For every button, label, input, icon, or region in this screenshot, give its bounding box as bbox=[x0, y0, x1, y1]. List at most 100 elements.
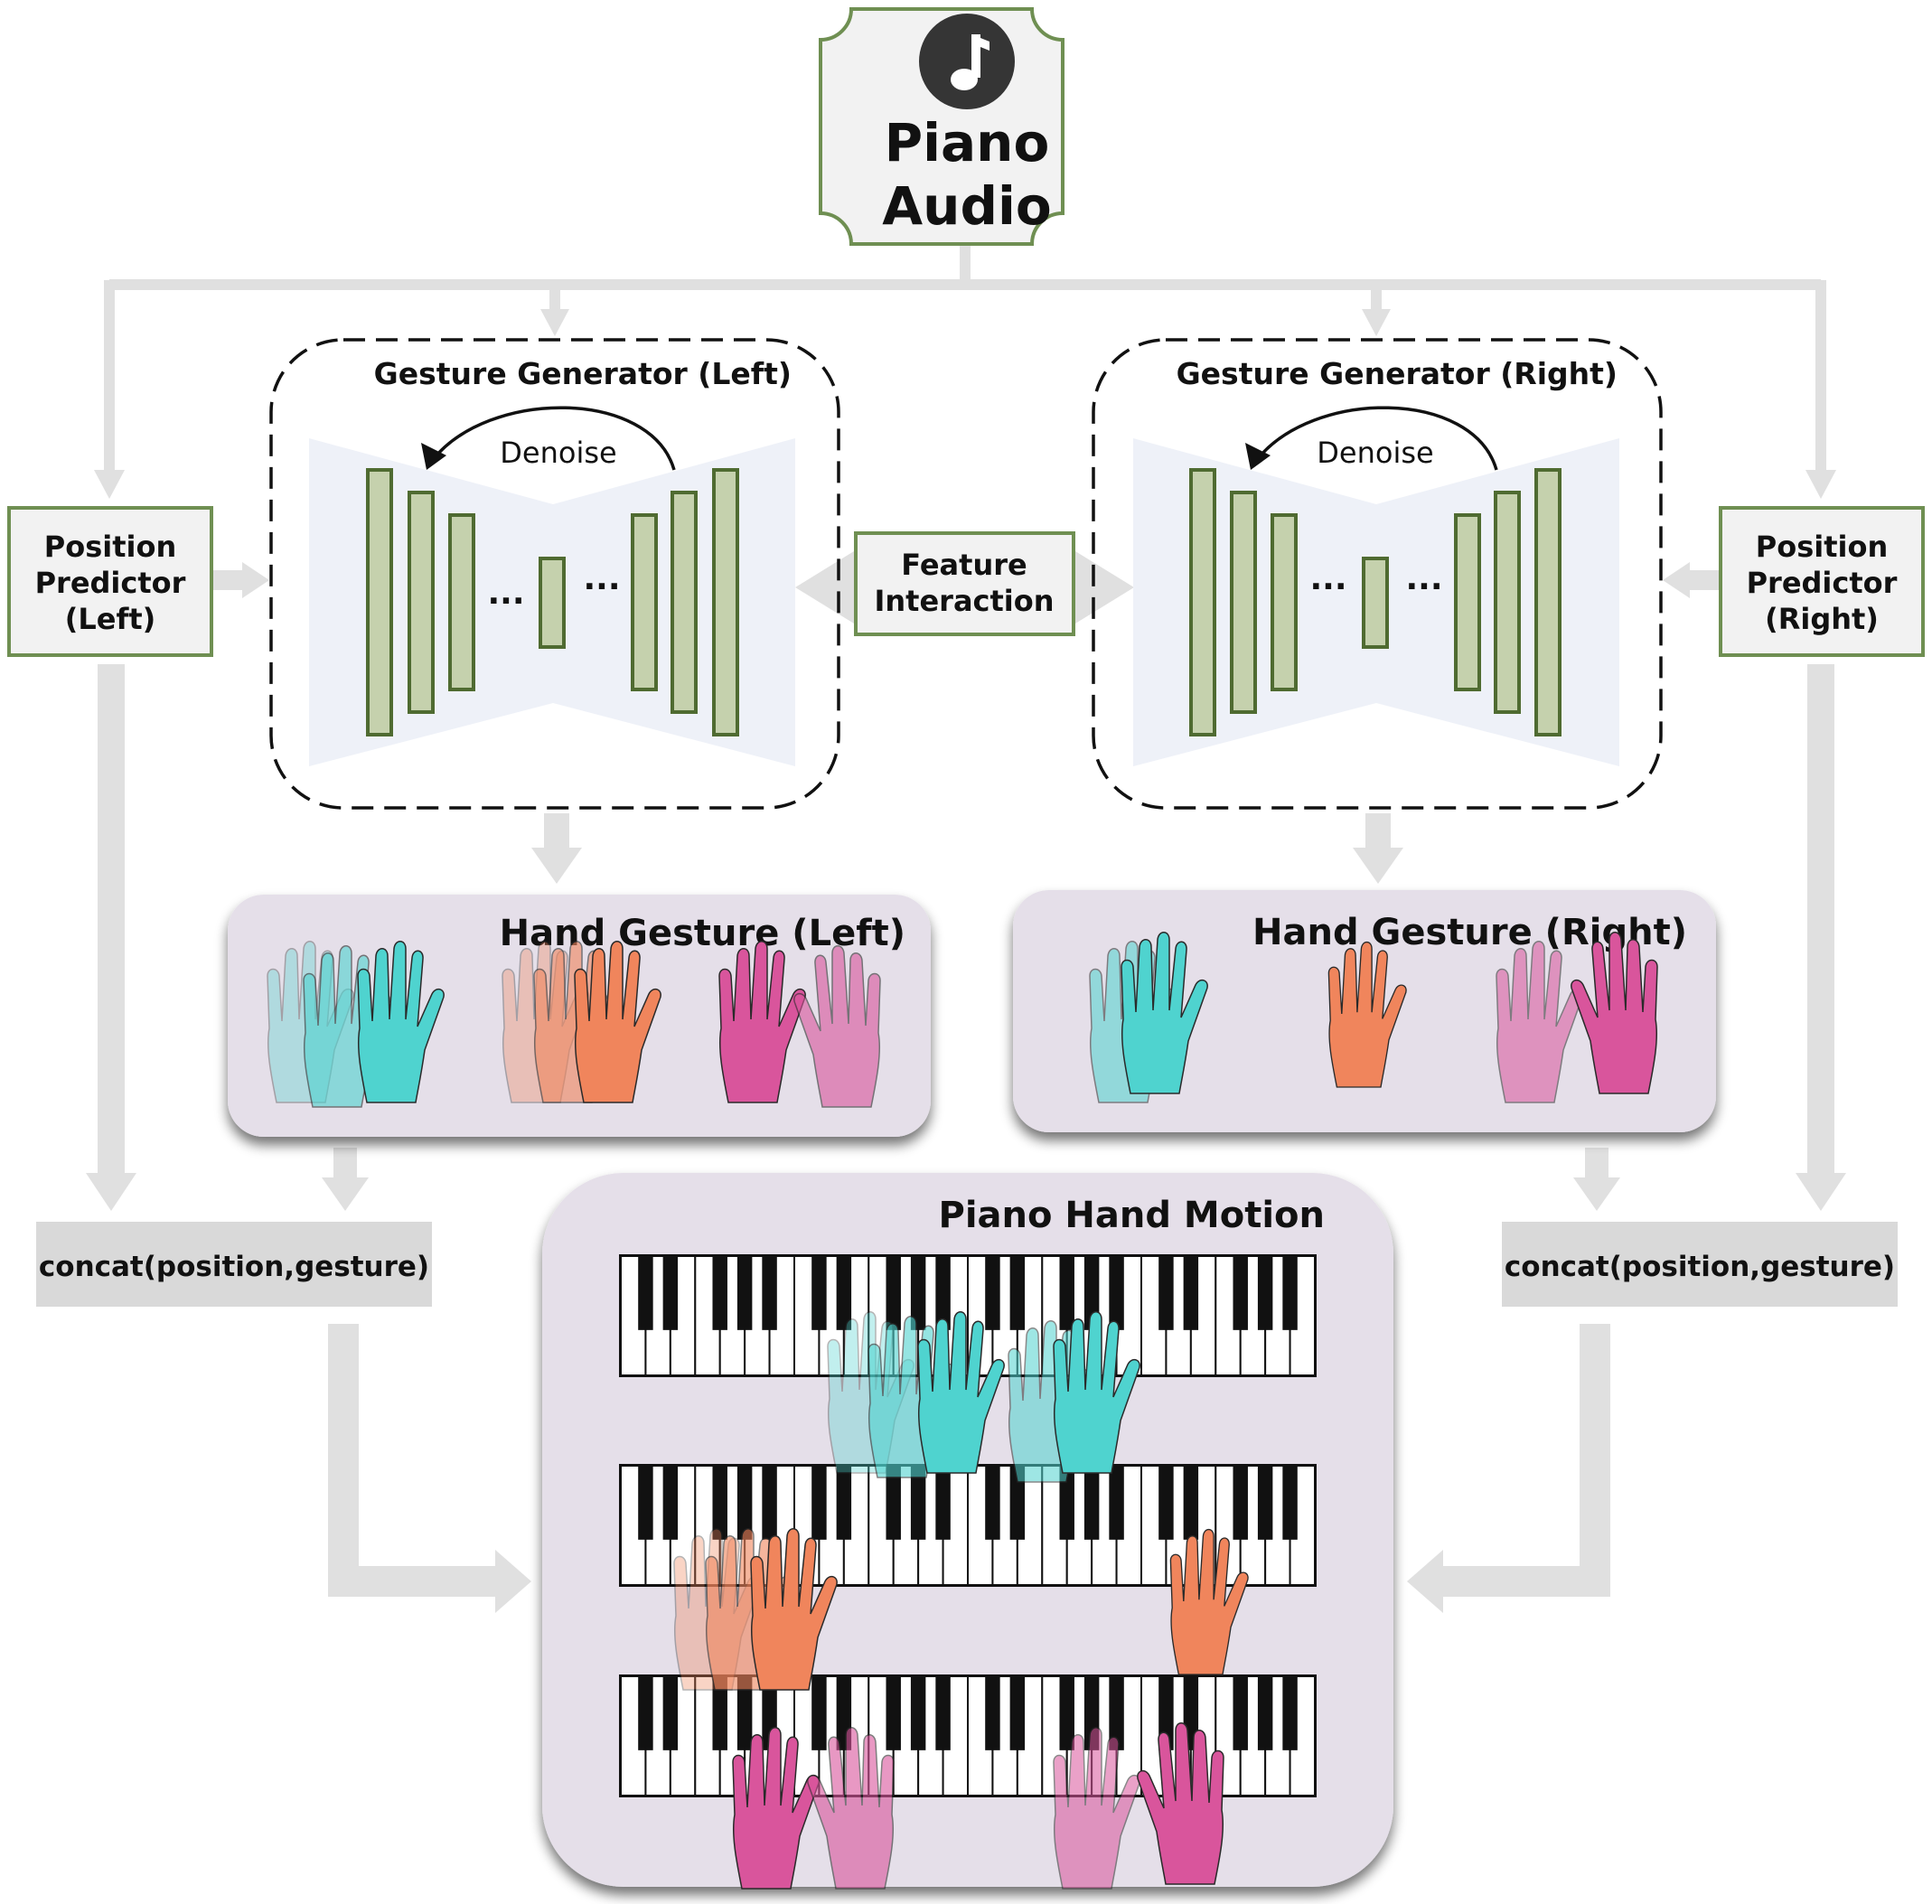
black-key bbox=[638, 1676, 653, 1750]
arrowhead-side-right bbox=[1663, 562, 1690, 598]
black-key bbox=[1257, 1256, 1273, 1330]
layer-left-7 bbox=[712, 468, 739, 736]
black-key bbox=[1183, 1466, 1199, 1540]
layer-right-5 bbox=[1454, 513, 1481, 691]
black-key bbox=[638, 1466, 653, 1540]
black-key bbox=[935, 1466, 951, 1540]
ellipsis-right-2: ... bbox=[1405, 560, 1442, 597]
black-key bbox=[736, 1676, 753, 1750]
arrowhead-generator-left bbox=[540, 309, 569, 336]
layer-right-6 bbox=[1494, 491, 1521, 714]
layer-left-6 bbox=[671, 491, 698, 714]
position-left-line1: Position bbox=[44, 530, 176, 564]
arrowhead-position-left bbox=[94, 470, 125, 499]
black-key bbox=[712, 1676, 727, 1750]
arrowhead-concat-pos-left bbox=[86, 1173, 136, 1211]
layer-right-1 bbox=[1189, 468, 1216, 736]
black-key bbox=[935, 1256, 951, 1330]
black-key bbox=[886, 1466, 901, 1540]
position-right-line2: Predictor bbox=[1747, 566, 1898, 600]
black-key bbox=[662, 1256, 679, 1330]
audio-title-line1: Piano bbox=[885, 112, 1050, 174]
concat-left-label: concat(position,gesture) bbox=[39, 1251, 429, 1283]
layer-left-2 bbox=[408, 491, 435, 714]
denoise-right-label: Denoise bbox=[1317, 436, 1433, 470]
gesture-left-title: Hand Gesture (Left) bbox=[500, 913, 905, 954]
black-key bbox=[762, 1256, 777, 1330]
arrowhead-concat-ges-right bbox=[1573, 1177, 1620, 1211]
denoise-left-label: Denoise bbox=[500, 436, 616, 470]
hand-gesture-right-panel: Hand Gesture (Right) bbox=[1013, 890, 1716, 1132]
audio-title-line2: Audio bbox=[882, 175, 1051, 237]
black-key bbox=[1257, 1676, 1273, 1750]
position-right-line3: (Right) bbox=[1765, 602, 1879, 636]
position-left-line3: (Left) bbox=[65, 602, 156, 636]
black-key bbox=[1158, 1256, 1174, 1330]
black-key bbox=[910, 1676, 926, 1750]
ellipsis-left-2: ... bbox=[583, 560, 620, 597]
black-key bbox=[1183, 1256, 1199, 1330]
gesture-generator-left: Gesture Generator (Left) Denoise ... ... bbox=[269, 338, 840, 810]
feature-line2: Interaction bbox=[874, 584, 1054, 618]
black-key bbox=[886, 1676, 901, 1750]
layer-right-2 bbox=[1230, 491, 1257, 714]
black-key bbox=[935, 1676, 951, 1750]
black-key bbox=[1109, 1676, 1124, 1750]
position-predictor-right: Position Predictor (Right) bbox=[1719, 506, 1925, 657]
black-key bbox=[811, 1466, 827, 1540]
position-left-line2: Predictor bbox=[35, 566, 186, 600]
arrowhead-gesture-right bbox=[1353, 848, 1403, 884]
feature-line1: Feature bbox=[901, 548, 1027, 582]
concat-left-to-motion-line bbox=[328, 1324, 502, 1597]
black-key bbox=[1233, 1256, 1248, 1330]
black-key bbox=[712, 1256, 727, 1330]
layer-left-1 bbox=[366, 468, 393, 736]
black-key bbox=[762, 1466, 777, 1540]
concat-right-box: concat(position,gesture) bbox=[1502, 1222, 1898, 1307]
concat-right-to-motion-line bbox=[1437, 1324, 1610, 1597]
unet-left-layers bbox=[366, 468, 739, 736]
black-key bbox=[985, 1466, 1000, 1540]
hand-gesture-left-panel: Hand Gesture (Left) bbox=[228, 895, 931, 1137]
black-key bbox=[1083, 1466, 1100, 1540]
black-key bbox=[1282, 1676, 1298, 1750]
layer-left-3 bbox=[448, 513, 475, 691]
black-key bbox=[1109, 1256, 1124, 1330]
arrowhead-feature-right bbox=[1075, 551, 1134, 624]
arrowhead-motion-left bbox=[495, 1550, 531, 1613]
ellipsis-right-1: ... bbox=[1309, 560, 1346, 597]
black-key bbox=[910, 1256, 926, 1330]
black-key bbox=[985, 1676, 1000, 1750]
black-key bbox=[1009, 1676, 1026, 1750]
arrowhead-motion-right bbox=[1407, 1550, 1443, 1613]
ellipsis-left-1: ... bbox=[487, 575, 524, 612]
feature-interaction-box: Feature Interaction bbox=[854, 531, 1075, 636]
arrowhead-concat-ges-left bbox=[322, 1177, 369, 1211]
keyboards bbox=[619, 1254, 1317, 1797]
layer-right-3 bbox=[1271, 513, 1298, 691]
black-key bbox=[985, 1256, 1000, 1330]
unet-right-layers bbox=[1189, 468, 1562, 736]
piano-keyboard bbox=[619, 1254, 1317, 1377]
black-key bbox=[1158, 1466, 1174, 1540]
arrowhead-side-left bbox=[242, 562, 269, 598]
position-predictor-left: Position Predictor (Left) bbox=[7, 506, 213, 657]
black-key bbox=[811, 1676, 827, 1750]
black-key bbox=[1009, 1466, 1026, 1540]
black-key bbox=[638, 1256, 653, 1330]
denoise-right-arrowhead bbox=[1245, 443, 1271, 470]
black-key bbox=[811, 1256, 827, 1330]
black-key bbox=[886, 1256, 901, 1330]
piano-hand-motion-panel: Piano Hand Motion bbox=[542, 1173, 1393, 1890]
black-key bbox=[836, 1256, 852, 1330]
layer-right-7 bbox=[1534, 468, 1562, 736]
connector-arrows bbox=[98, 246, 1834, 1597]
arrowhead-position-right bbox=[1805, 470, 1836, 499]
black-key bbox=[1059, 1466, 1074, 1540]
black-key bbox=[1059, 1256, 1074, 1330]
denoise-left-arrow bbox=[430, 406, 676, 471]
piano-audio-box: Piano Audio bbox=[819, 7, 1064, 246]
arrowhead-generator-right bbox=[1362, 309, 1391, 336]
arrowhead-feature-left bbox=[795, 551, 854, 624]
